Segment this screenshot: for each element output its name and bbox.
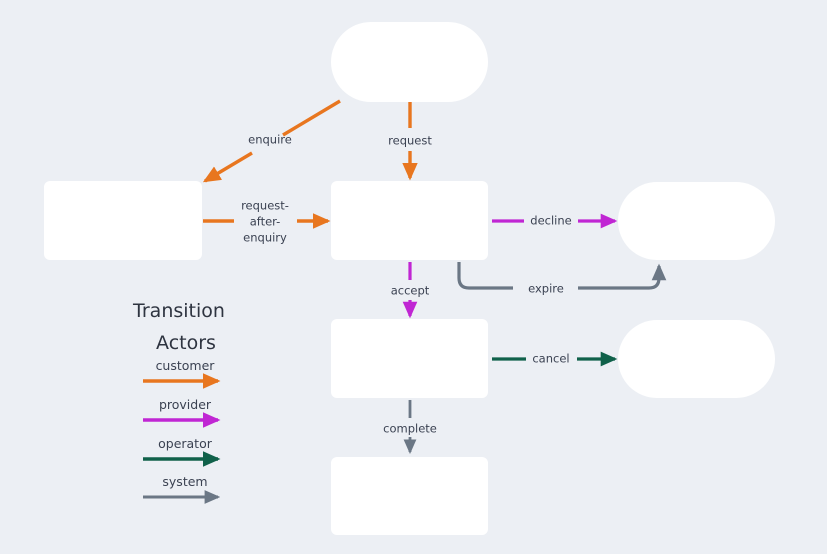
legend-label-operator: operator bbox=[158, 436, 213, 451]
node-declined-shape bbox=[618, 182, 775, 260]
node-cancelled-shape bbox=[618, 320, 775, 398]
node-cancelled[interactable] bbox=[618, 320, 775, 398]
edge-request[interactable]: request bbox=[388, 102, 432, 181]
node-enquired-shape bbox=[44, 181, 202, 260]
node-start[interactable] bbox=[331, 22, 488, 102]
edge-label-accept: accept bbox=[391, 284, 430, 298]
edge-label-enquire: enquire bbox=[248, 133, 292, 147]
node-pending-shape bbox=[331, 181, 488, 260]
edge-label-request-after-enquiry-line1: request- bbox=[241, 199, 289, 213]
node-completed[interactable] bbox=[331, 457, 488, 535]
edge-cancel[interactable]: cancel bbox=[492, 352, 618, 367]
edge-enquire-path-upper bbox=[282, 99, 341, 137]
edge-label-cancel: cancel bbox=[532, 352, 569, 366]
node-accepted[interactable] bbox=[331, 319, 488, 398]
edge-expire-path-right bbox=[578, 263, 667, 290]
legend-label-provider: provider bbox=[159, 397, 212, 412]
edge-label-decline: decline bbox=[530, 214, 571, 228]
legend-title-line1: Transition bbox=[132, 300, 225, 322]
edge-label-expire: expire bbox=[528, 282, 564, 296]
edge-request-after-enquiry[interactable]: request- after- enquiry bbox=[203, 199, 331, 245]
edge-label-request-after-enquiry-line3: enquiry bbox=[243, 231, 287, 245]
edge-label-request: request bbox=[388, 134, 432, 148]
node-enquired[interactable] bbox=[44, 181, 202, 260]
legend-item-operator: operator bbox=[143, 436, 221, 467]
edges-layer: enquire request request- after- enquiry bbox=[202, 99, 667, 455]
node-completed-shape bbox=[331, 457, 488, 535]
node-accepted-shape bbox=[331, 319, 488, 398]
edge-accept[interactable]: accept bbox=[391, 262, 430, 319]
nodes-layer bbox=[44, 22, 775, 535]
edge-enquire[interactable]: enquire bbox=[202, 99, 341, 183]
legend-label-customer: customer bbox=[156, 358, 216, 373]
edge-label-complete: complete bbox=[383, 422, 437, 436]
edge-complete[interactable]: complete bbox=[383, 400, 437, 455]
edge-decline[interactable]: decline bbox=[492, 214, 618, 229]
legend-title-line2: Actors bbox=[156, 332, 216, 354]
legend-item-system: system bbox=[143, 474, 221, 504]
legend: Transition Actors customer provider oper… bbox=[132, 300, 225, 504]
legend-item-provider: provider bbox=[143, 397, 221, 428]
edge-label-request-after-enquiry-line2: after- bbox=[250, 215, 281, 229]
edge-expire[interactable]: expire bbox=[457, 262, 667, 296]
edge-expire-path-left bbox=[457, 262, 513, 290]
edge-enquire-path-lower bbox=[202, 151, 253, 183]
node-start-shape bbox=[331, 22, 488, 102]
legend-label-system: system bbox=[162, 474, 207, 489]
node-pending[interactable] bbox=[331, 181, 488, 260]
legend-item-customer: customer bbox=[143, 358, 221, 389]
node-declined[interactable] bbox=[618, 182, 775, 260]
